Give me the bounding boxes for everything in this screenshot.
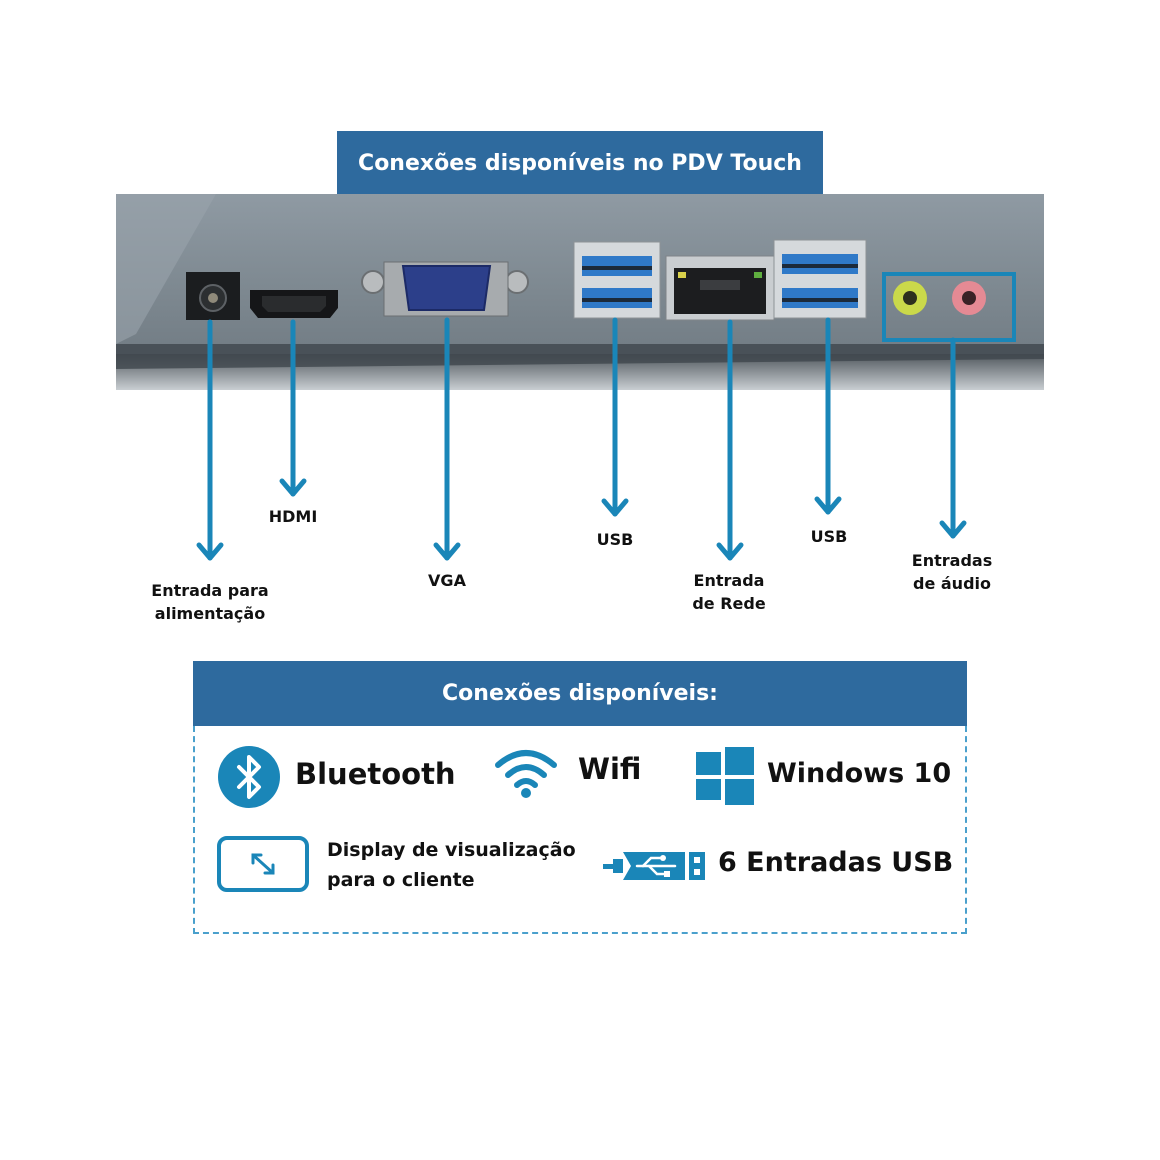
display-expand-icon (217, 836, 309, 892)
connections-panel: Conexões disponíveis: Bluetooth Wifi Win… (193, 661, 967, 936)
connections-title: Conexões disponíveis: (193, 661, 967, 726)
port-label-audio: Entradas de áudio (911, 551, 993, 593)
feature-usb: 6 Entradas USB (718, 847, 954, 878)
usb-icon (603, 852, 705, 880)
wifi-icon (495, 750, 557, 798)
port-label-power: Entrada para alimentação (151, 581, 269, 623)
bluetooth-icon (218, 746, 280, 808)
page-title: Conexões disponíveis no PDV Touch (337, 131, 823, 195)
feature-windows: Windows 10 (767, 758, 952, 789)
connections-body (193, 726, 967, 934)
port-label-usb-1: USB (596, 530, 634, 549)
port-label-vga: VGA (428, 571, 466, 590)
port-label-usb-2: USB (810, 527, 848, 546)
port-label-hdmi: HDMI (268, 507, 318, 526)
feature-bluetooth: Bluetooth (295, 757, 456, 791)
feature-display: Display de visualização para o cliente (327, 839, 576, 891)
device-ports-photo (116, 194, 1044, 390)
windows-icon (696, 747, 754, 805)
feature-wifi: Wifi (578, 752, 642, 786)
port-label-network: Entrada de Rede (692, 571, 766, 613)
